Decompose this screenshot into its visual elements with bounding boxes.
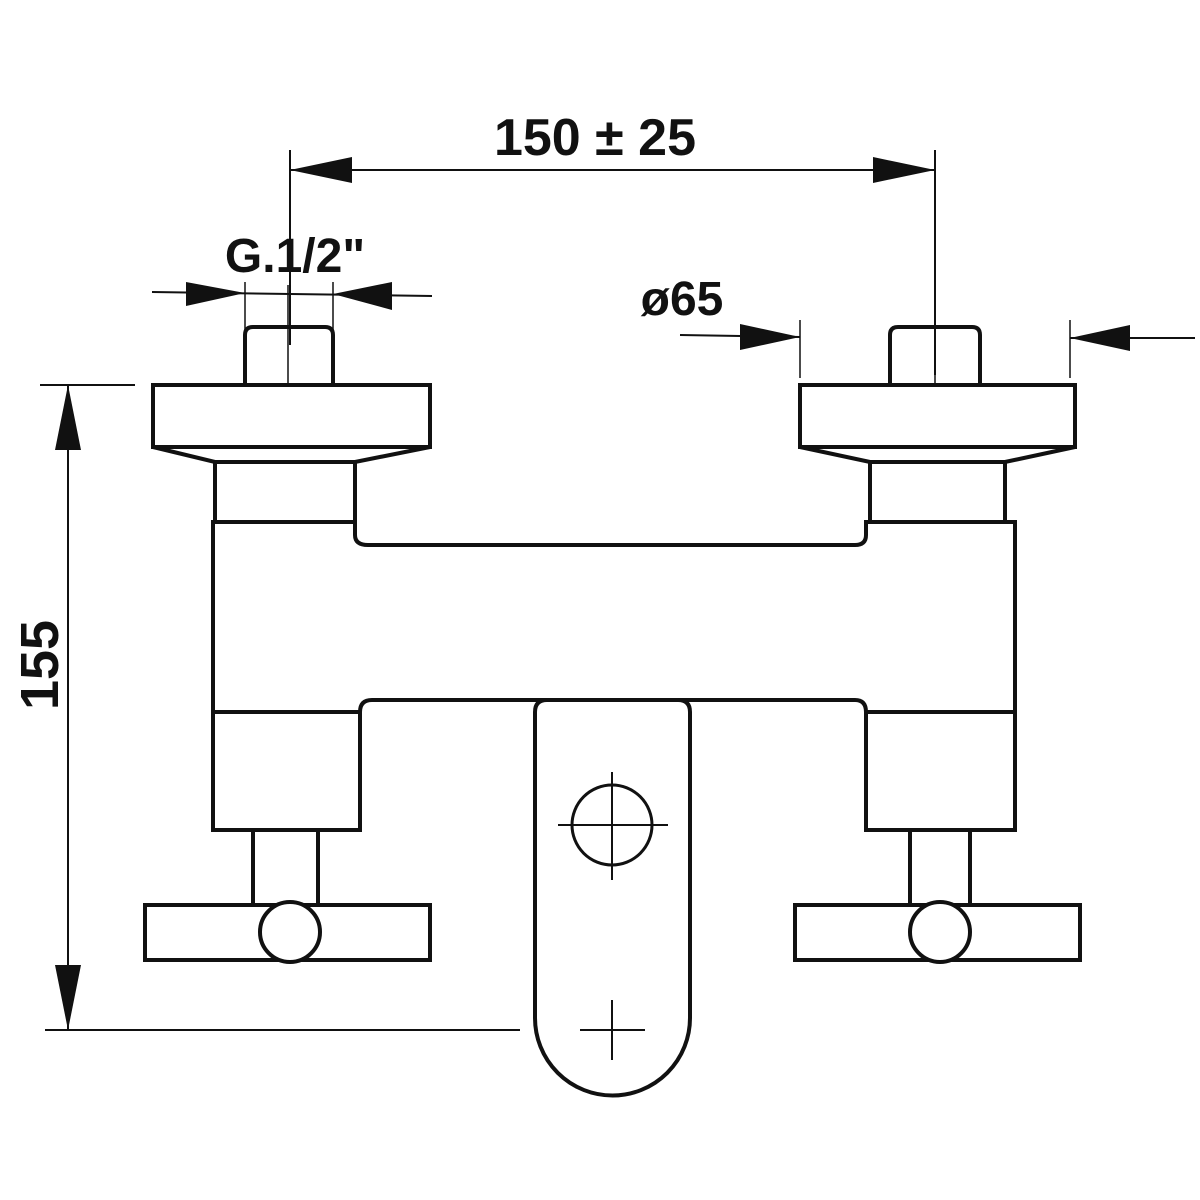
center-distance-dimension: 150 ± 25: [289, 109, 936, 375]
arrow-left: [333, 282, 392, 310]
center-distance-label: 150 ± 25: [494, 109, 696, 167]
diameter-label: ø65: [641, 273, 724, 326]
right-handle-stem: [908, 828, 972, 907]
arrow-right: [186, 282, 245, 306]
right-handle-knob: [908, 900, 972, 964]
right-collar: [868, 460, 1007, 524]
mixer-lever: [533, 698, 692, 1098]
height-dimension: 155: [10, 384, 520, 1031]
left-collar: [213, 460, 357, 524]
flange-diameter-dimension: ø65: [641, 273, 1195, 378]
left-handle-stem: [251, 828, 320, 907]
thread-dimension: G.1/2": [151, 230, 433, 345]
left-handle-knob: [258, 900, 322, 964]
arrow-left: [290, 157, 352, 183]
height-label: 155: [10, 620, 70, 710]
right-inlet-nipple: [888, 325, 982, 385]
mixer-body: [143, 325, 1082, 1098]
main-body: [211, 520, 1017, 832]
arrow-right: [873, 157, 935, 183]
left-inlet-nipple: [243, 325, 335, 385]
thread-label: G.1/2": [225, 230, 365, 283]
left-flange: [151, 383, 432, 449]
right-flange: [798, 383, 1077, 449]
